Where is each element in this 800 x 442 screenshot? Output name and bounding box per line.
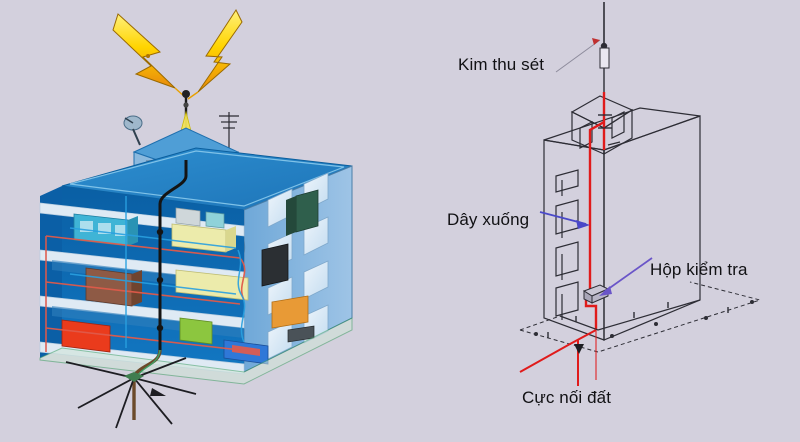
- ground-electrode-star: [65, 349, 197, 429]
- building-wireframe: [543, 107, 701, 341]
- rooftop-structure: [570, 95, 634, 156]
- conductor-clamps: [598, 114, 621, 146]
- label-down-conductor: Dây xuống: [447, 210, 530, 229]
- down-conductor-arrow: [539, 211, 590, 229]
- wireframe-lightning-protection-diagram: [519, 2, 762, 386]
- bolt-spark-right: [187, 91, 199, 100]
- interior-equipment: [61, 189, 319, 365]
- red-wiring-network: [45, 235, 246, 352]
- earth-ring-nodes: [534, 300, 754, 338]
- lightning-bolt-left-icon: [112, 13, 176, 89]
- earth-rod: [519, 329, 597, 386]
- test-box-arrow: [599, 257, 653, 296]
- red-down-conductor: [584, 92, 606, 330]
- label-air-terminal: Kim thu sét: [458, 55, 545, 74]
- air-terminal-leader-line: [555, 38, 601, 73]
- earth-ring: [519, 281, 762, 353]
- satellite-dish-icon: [123, 115, 143, 146]
- tv-antenna-icon: [219, 112, 239, 152]
- earth-ring-ticks: [547, 302, 729, 338]
- earth-ring-solid: [559, 299, 701, 331]
- label-test-box: Hộp kiểm tra: [650, 260, 748, 279]
- label-earth-electrode: Cực nối đất: [522, 388, 612, 407]
- air-terminal-rod: [599, 2, 610, 92]
- down-conductor-cable: [156, 160, 188, 350]
- window-outlines: [555, 169, 579, 320]
- blue-wiring-network: [69, 196, 246, 348]
- building-cutaway-illustration: [39, 8, 353, 429]
- lightning-bolt-right-icon: [197, 8, 243, 93]
